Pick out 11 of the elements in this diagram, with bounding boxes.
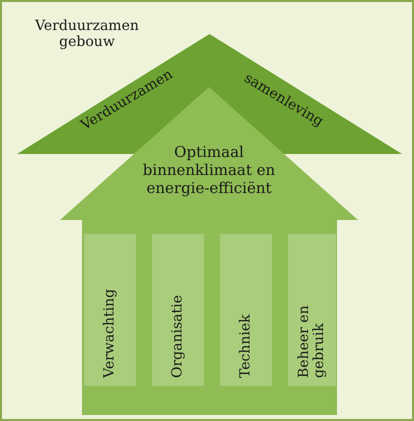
pillar (220, 234, 272, 386)
pillar (84, 234, 136, 386)
roof-text: Optimaal binnenklimaat en energie-efficiënt (142, 143, 276, 197)
panel-heading: Verduurzamen gebouw (34, 18, 140, 50)
pillar-label: Techniek (236, 313, 254, 378)
pillar-label: Beheer en gebruik (295, 304, 328, 378)
house-body (82, 220, 337, 415)
pillar-label: Organisatie (168, 294, 186, 378)
pillar (152, 234, 204, 386)
pillar-label: Verwachting (100, 288, 118, 378)
pillar (288, 234, 336, 386)
